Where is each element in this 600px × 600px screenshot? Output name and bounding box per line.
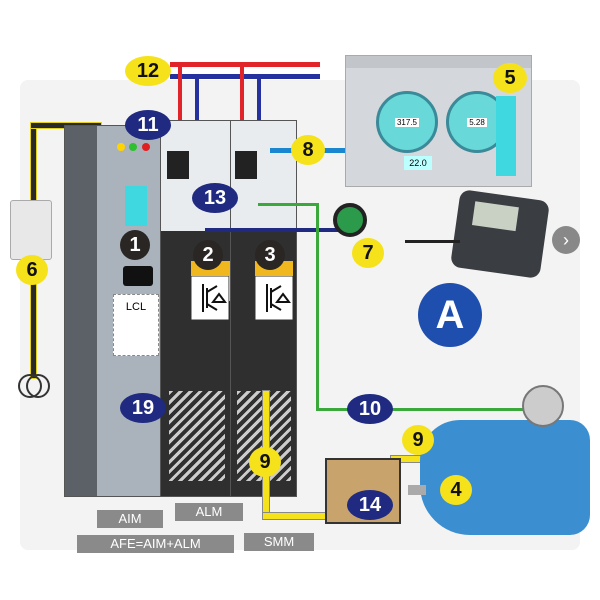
encoder-wire-green <box>316 408 526 411</box>
badge-3: 3 <box>255 240 285 270</box>
badge-A: A <box>418 283 482 347</box>
circuit-breaker <box>10 200 52 260</box>
badge-10: 10 <box>347 394 393 424</box>
smm-cabinet <box>230 120 297 497</box>
fuse-drop <box>195 74 199 122</box>
smm-label: SMM <box>244 533 314 551</box>
badge-19: 19 <box>120 393 166 423</box>
dc-bus-red <box>170 62 320 67</box>
control-panel-keypad <box>450 189 550 279</box>
lcl-filter-box: LCL <box>113 294 159 356</box>
gauge-1: 317.5 <box>376 91 438 153</box>
gauge-2-value: 5.28 <box>467 117 487 127</box>
gauge-1-value: 317.5 <box>394 117 420 127</box>
badge-12: 12 <box>125 56 171 86</box>
lcl-label: LCL <box>125 301 147 313</box>
status-lights <box>117 138 150 156</box>
fuse-drop <box>257 74 261 122</box>
encoder <box>522 385 564 427</box>
fuse-drop <box>240 62 244 122</box>
aim-label: AIM <box>97 510 163 528</box>
keypad-cable <box>405 240 460 243</box>
badge-7: 7 <box>352 238 384 268</box>
badge-2: 2 <box>193 240 223 270</box>
badge-9-motor: 9 <box>402 425 434 455</box>
badge-9-cable: 9 <box>249 447 281 477</box>
badge-4: 4 <box>440 475 472 505</box>
fuse-drop <box>178 62 182 122</box>
badge-8: 8 <box>291 135 325 165</box>
vent-grille <box>169 391 225 481</box>
drive-keypad <box>235 151 257 179</box>
encoder-wire-green <box>316 203 319 410</box>
igbt-icon <box>255 276 293 320</box>
encoder-wire-green <box>258 203 318 206</box>
igbt-icon <box>191 276 229 320</box>
handle <box>123 266 153 286</box>
dc-bus-blue <box>170 74 320 79</box>
motor-shaft <box>408 485 426 495</box>
alm-label: ALM <box>175 503 243 521</box>
badge-6: 6 <box>16 255 48 285</box>
badge-5: 5 <box>493 63 527 93</box>
badge-14: 14 <box>347 490 393 520</box>
badge-13: 13 <box>192 183 238 213</box>
alm-cabinet <box>160 120 232 497</box>
drive-keypad <box>167 151 189 179</box>
push-button <box>333 203 367 237</box>
badge-11: 11 <box>125 110 171 140</box>
next-arrow-button[interactable]: › <box>552 226 580 254</box>
aim-cabinet: LCL <box>64 125 162 497</box>
control-wire-navy <box>205 228 340 232</box>
motor-cable-yellow <box>262 512 334 520</box>
readout: 22.0 <box>404 156 432 170</box>
badge-1: 1 <box>120 230 150 260</box>
transformer-symbol <box>18 374 50 398</box>
afe-label: AFE=AIM+ALM <box>77 535 234 553</box>
